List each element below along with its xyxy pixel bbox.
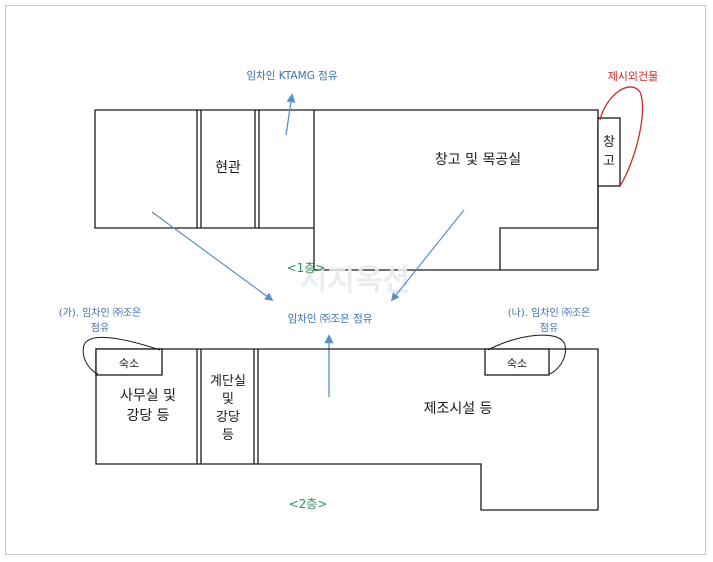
image-frame xyxy=(5,5,706,555)
floor2-plan: 임차인 ㈜조은 점유 숙소 숙소 (가). 임차인 ㈜조은 점유 (나). 임차… xyxy=(59,306,599,511)
room-dorm-left: 숙소 xyxy=(119,357,139,370)
room-stairs-line3: 강당 xyxy=(216,410,240,425)
room-dorm-right: 숙소 xyxy=(507,357,527,370)
arrow-to-center-right xyxy=(390,209,465,302)
arrow-to-center-left xyxy=(151,211,274,301)
arrow-up-floor1 xyxy=(285,93,296,136)
floor2-right-curve xyxy=(487,334,566,375)
room-office-line1: 사무실 및 xyxy=(120,388,176,404)
floor1-small-storage xyxy=(597,117,621,187)
floor1-label: <1층> xyxy=(287,261,326,275)
floor2-tenant-note-left-line2: 점유 xyxy=(91,322,109,334)
room-storage-workshop: 창고 및 목공실 xyxy=(435,152,521,168)
room-stairs-line4: 등 xyxy=(222,428,234,443)
floor1-tenant-note: 임차인 KTAMG 점유 xyxy=(246,69,337,82)
excluded-building-curve xyxy=(599,86,644,187)
floor1-plan: 현관 창고 및 목공실 창 고 임차인 KTAMG 점유 제시외건물 시지옥션 … xyxy=(94,69,659,298)
floor2-dorm-right xyxy=(484,348,550,376)
room-storage-small-line2: 고 xyxy=(603,154,615,169)
floor2-label: <2층> xyxy=(289,497,328,511)
floor2-dorm-left xyxy=(95,348,163,376)
room-office-line2: 강당 등 xyxy=(126,408,169,424)
floor2-tenant-note-center: 임차인 ㈜조은 점유 xyxy=(288,312,373,325)
floor2-tenant-note-left-line1: (가). 임차인 ㈜조은 xyxy=(59,306,142,319)
floor2-tenant-note-right-line1: (나). 임차인 ㈜조은 xyxy=(508,306,591,319)
room-manufacturing: 제조시설 등 xyxy=(424,401,493,417)
floor1-outline xyxy=(94,109,599,271)
room-storage-small-line1: 창 xyxy=(603,135,615,150)
room-stairs-line1: 계단실 xyxy=(210,374,246,389)
floor2-tenant-note-right-line2: 점유 xyxy=(540,322,558,334)
floor2-left-curve xyxy=(82,336,161,375)
room-stairs-line2: 및 xyxy=(222,392,234,407)
room-hyeongwan: 현관 xyxy=(215,160,241,176)
floor2-outline xyxy=(95,348,599,511)
excluded-building-note: 제시외건물 xyxy=(608,70,659,83)
